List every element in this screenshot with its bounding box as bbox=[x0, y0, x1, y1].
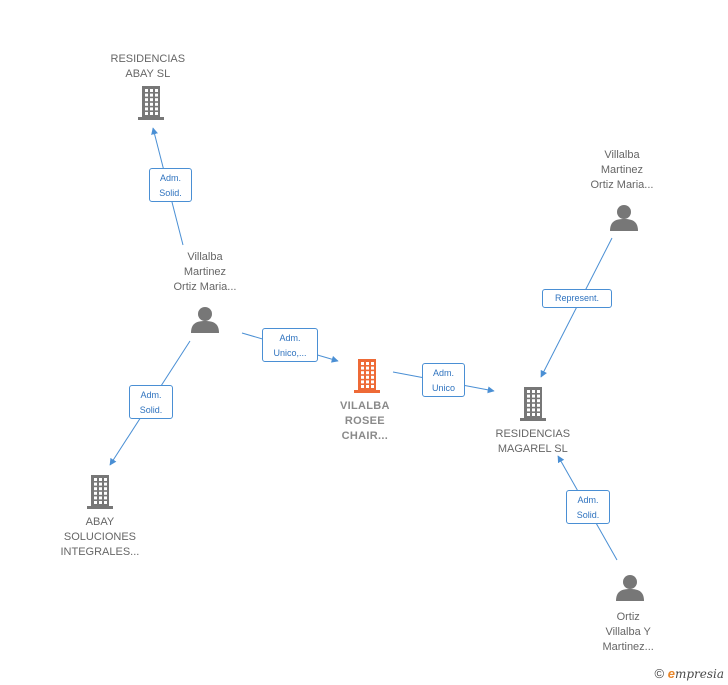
edge-label-line: Solid. bbox=[576, 510, 600, 520]
node-label-line: RESIDENCIAS bbox=[110, 53, 186, 65]
edge-label-villalba_person_1-to-abay_soluciones[interactable]: Adm. Solid. bbox=[129, 385, 173, 419]
node-label-line: Villalba bbox=[187, 251, 223, 263]
edge-label-line: Unico bbox=[431, 383, 455, 393]
villalba_person_1-person-icon[interactable] bbox=[191, 307, 219, 333]
edge-label-line: Solid. bbox=[139, 405, 163, 415]
abay_soluciones-label[interactable]: ABAY SOLUCIONES INTEGRALES... bbox=[61, 515, 140, 560]
edge-label-line: Adm. bbox=[577, 495, 599, 505]
node-label-line: Ortiz Maria... bbox=[173, 281, 237, 293]
node-label-line: ROSEE bbox=[344, 415, 385, 427]
edge-label-vilalba_rosee-to-residencias_magarel[interactable]: Adm. Unico bbox=[422, 363, 465, 397]
ortiz_person-person-icon[interactable] bbox=[616, 575, 644, 601]
abay_soluciones-building-icon[interactable] bbox=[87, 475, 113, 509]
vilalba_rosee-label[interactable]: VILALBA ROSEE CHAIR... bbox=[340, 399, 390, 444]
edge-label-villalba_person_1-to-vilalba_rosee[interactable]: Adm. Unico,... bbox=[262, 328, 318, 362]
edge-label-line: Represent. bbox=[554, 293, 600, 303]
brand-watermark: © empresia bbox=[654, 666, 724, 681]
node-label-line: Ortiz Maria... bbox=[590, 179, 654, 191]
edge-label-ortiz_person-to-residencias_magarel[interactable]: Adm. Solid. bbox=[566, 490, 610, 524]
node-label-line: MAGAREL SL bbox=[497, 443, 568, 455]
residencias_magarel-label[interactable]: RESIDENCIAS MAGAREL SL bbox=[496, 427, 571, 457]
brand-logo-initial: e bbox=[667, 666, 675, 681]
node-label-line: Ortiz bbox=[616, 611, 640, 623]
edge-label-line: Adm. bbox=[140, 390, 162, 400]
copyright-symbol: © bbox=[654, 666, 665, 681]
edge-label-line: Unico,... bbox=[273, 348, 307, 358]
edge-label-villalba_person_1-to-residencias_abay[interactable]: Adm. Solid. bbox=[149, 168, 192, 202]
node-label-line: SOLUCIONES bbox=[63, 531, 136, 543]
node-label-line: INTEGRALES... bbox=[60, 546, 140, 558]
node-label-line: Martinez bbox=[600, 164, 644, 176]
edge-label-line: Adm. bbox=[432, 368, 454, 378]
node-label-line: RESIDENCIAS bbox=[495, 428, 571, 440]
edge-label-villalba_person_2-to-residencias_magarel[interactable]: Represent. bbox=[542, 289, 612, 308]
brand-logo-text: mpresia bbox=[674, 667, 724, 681]
residencias_magarel-building-icon[interactable] bbox=[520, 387, 546, 421]
node-label-line: Villalba bbox=[604, 149, 640, 161]
residencias_abay-label[interactable]: RESIDENCIAS ABAY SL bbox=[111, 52, 186, 82]
edge-label-line: Adm. bbox=[159, 173, 181, 183]
node-label-line: Martinez... bbox=[602, 641, 654, 653]
node-label-line: ABAY bbox=[85, 516, 115, 528]
residencias_abay-building-icon[interactable] bbox=[138, 86, 164, 120]
vilalba_rosee-building-icon[interactable] bbox=[354, 359, 380, 393]
node-label-line: Villalba Y bbox=[605, 626, 651, 638]
node-label-line: ABAY SL bbox=[125, 68, 171, 80]
edge-label-line: Adm. bbox=[279, 333, 301, 343]
node-label-line: CHAIR... bbox=[341, 430, 389, 442]
node-label-line: VILALBA bbox=[340, 400, 390, 412]
node-label-line: Martinez bbox=[183, 266, 227, 278]
edge-label-line: Solid. bbox=[159, 188, 182, 198]
villalba_person_2-person-icon[interactable] bbox=[610, 205, 638, 231]
